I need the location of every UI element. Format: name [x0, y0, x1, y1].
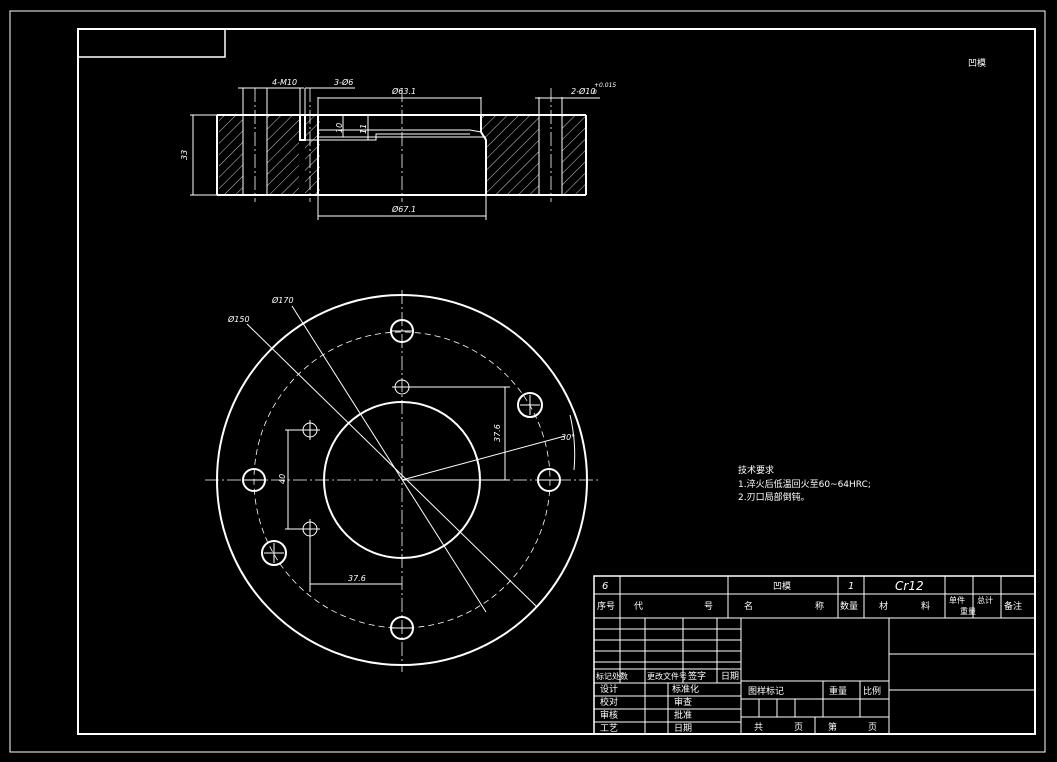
hdr-unit-weight: 单件	[949, 595, 965, 605]
appr-review: 审查	[674, 696, 692, 708]
hdr-mat-b: 料	[921, 600, 930, 612]
pages-unit-1: 页	[794, 722, 803, 733]
dim-horizontal-offset: 37.6	[348, 574, 366, 583]
hatch-right-outer	[562, 116, 586, 194]
title-block: 6 凹模 1 Cr12 序号 代 号 名 称 数量 材 料 单件 总计 重量 备…	[593, 575, 1036, 735]
outer-border	[9, 10, 1046, 753]
tech-req-heading: 技术要求	[738, 464, 774, 476]
chg-doc: 更改文件号	[647, 671, 687, 681]
tech-requirements: 技术要求 1.淬火后低温回火至60~64HRC; 2.刃口局部倒钝。	[738, 464, 871, 503]
part-name: 凹模	[773, 581, 791, 592]
appr-check: 校对	[600, 696, 618, 708]
pages-unit-2: 页	[868, 722, 877, 733]
hatch-left-step	[305, 116, 320, 194]
tech-req-line-2: 2.刃口局部倒钝。	[738, 491, 810, 503]
dim-pin-holes: 3-Ø6	[334, 77, 353, 87]
hdr-mat-a: 材	[879, 600, 888, 612]
appr-standard: 标准化	[672, 683, 699, 695]
dim-left-spacing: 40	[278, 474, 287, 484]
dim-height: 33	[180, 150, 189, 160]
corner-code-box	[77, 28, 226, 58]
hdr-name-a: 名	[744, 600, 753, 612]
hdr-qty: 数量	[840, 600, 858, 612]
sheet-top-label: 凹模	[968, 58, 986, 69]
hole-lower-left	[261, 540, 287, 566]
section-view: 4-M10 3-Ø6 Ø63.1 2-Ø10 +0.015 0 33 10 11…	[180, 77, 616, 220]
drawing-mark-label: 图样标记	[748, 685, 784, 697]
dim-dowel-tol-low: 0	[593, 89, 597, 96]
pages-total-label: 共	[754, 722, 763, 733]
hdr-weight: 重量	[960, 606, 976, 616]
dim-tapped-holes: 4-M10	[272, 78, 297, 87]
chg-mark: 标记处数	[596, 671, 628, 681]
chg-date: 日期	[721, 671, 739, 682]
dim-vertical-offset: 37.6	[493, 424, 502, 442]
hdr-name-b: 称	[815, 600, 824, 612]
hdr-code-b: 号	[704, 601, 713, 612]
hole-right	[537, 468, 561, 492]
part-material: Cr12	[895, 579, 924, 593]
dim-step-a: 10	[335, 123, 344, 133]
dim-angle: 30°	[561, 433, 575, 442]
dim-dowel-tol: +0.015	[594, 82, 616, 89]
inner-border	[77, 28, 1036, 735]
appr-date: 日期	[674, 723, 692, 734]
hatch-left-inner	[267, 116, 299, 194]
hdr-remark: 备注	[1004, 600, 1022, 612]
tech-req-line-1: 1.淬火后低温回火至60~64HRC;	[738, 478, 871, 490]
dim-step-b: 11	[359, 124, 368, 134]
appr-approve: 批准	[674, 709, 692, 721]
dim-outer-dia: Ø170	[271, 295, 294, 305]
chg-sign: 签字	[688, 670, 706, 682]
hdr-total-weight: 总计	[977, 595, 993, 605]
hatch-left-outer	[219, 116, 243, 194]
weight-label: 重量	[829, 685, 847, 697]
hole-upper-right	[517, 392, 543, 418]
appr-design: 设计	[600, 683, 618, 695]
hatch-right-inner	[481, 116, 539, 194]
hole-left	[242, 468, 266, 492]
plan-view: Ø170 Ø150 37.6 40 37.6 30°	[205, 290, 600, 672]
dim-bolt-circle: Ø150	[227, 314, 250, 324]
scale-label: 比例	[863, 685, 881, 697]
appr-audit: 审核	[600, 709, 618, 721]
page-no-label: 第	[828, 721, 837, 733]
part-qty: 1	[848, 581, 854, 592]
dim-dowel-holes: 2-Ø10	[571, 86, 595, 96]
part-index: 6	[602, 581, 608, 592]
dim-bottom-bore: Ø67.1	[391, 204, 416, 214]
dim-top-bore: Ø63.1	[391, 86, 416, 96]
hole-top	[390, 319, 414, 343]
appr-process: 工艺	[600, 723, 618, 734]
hdr-code-a: 代	[634, 601, 643, 612]
hole-bottom	[390, 616, 414, 640]
hdr-seq: 序号	[597, 600, 615, 612]
